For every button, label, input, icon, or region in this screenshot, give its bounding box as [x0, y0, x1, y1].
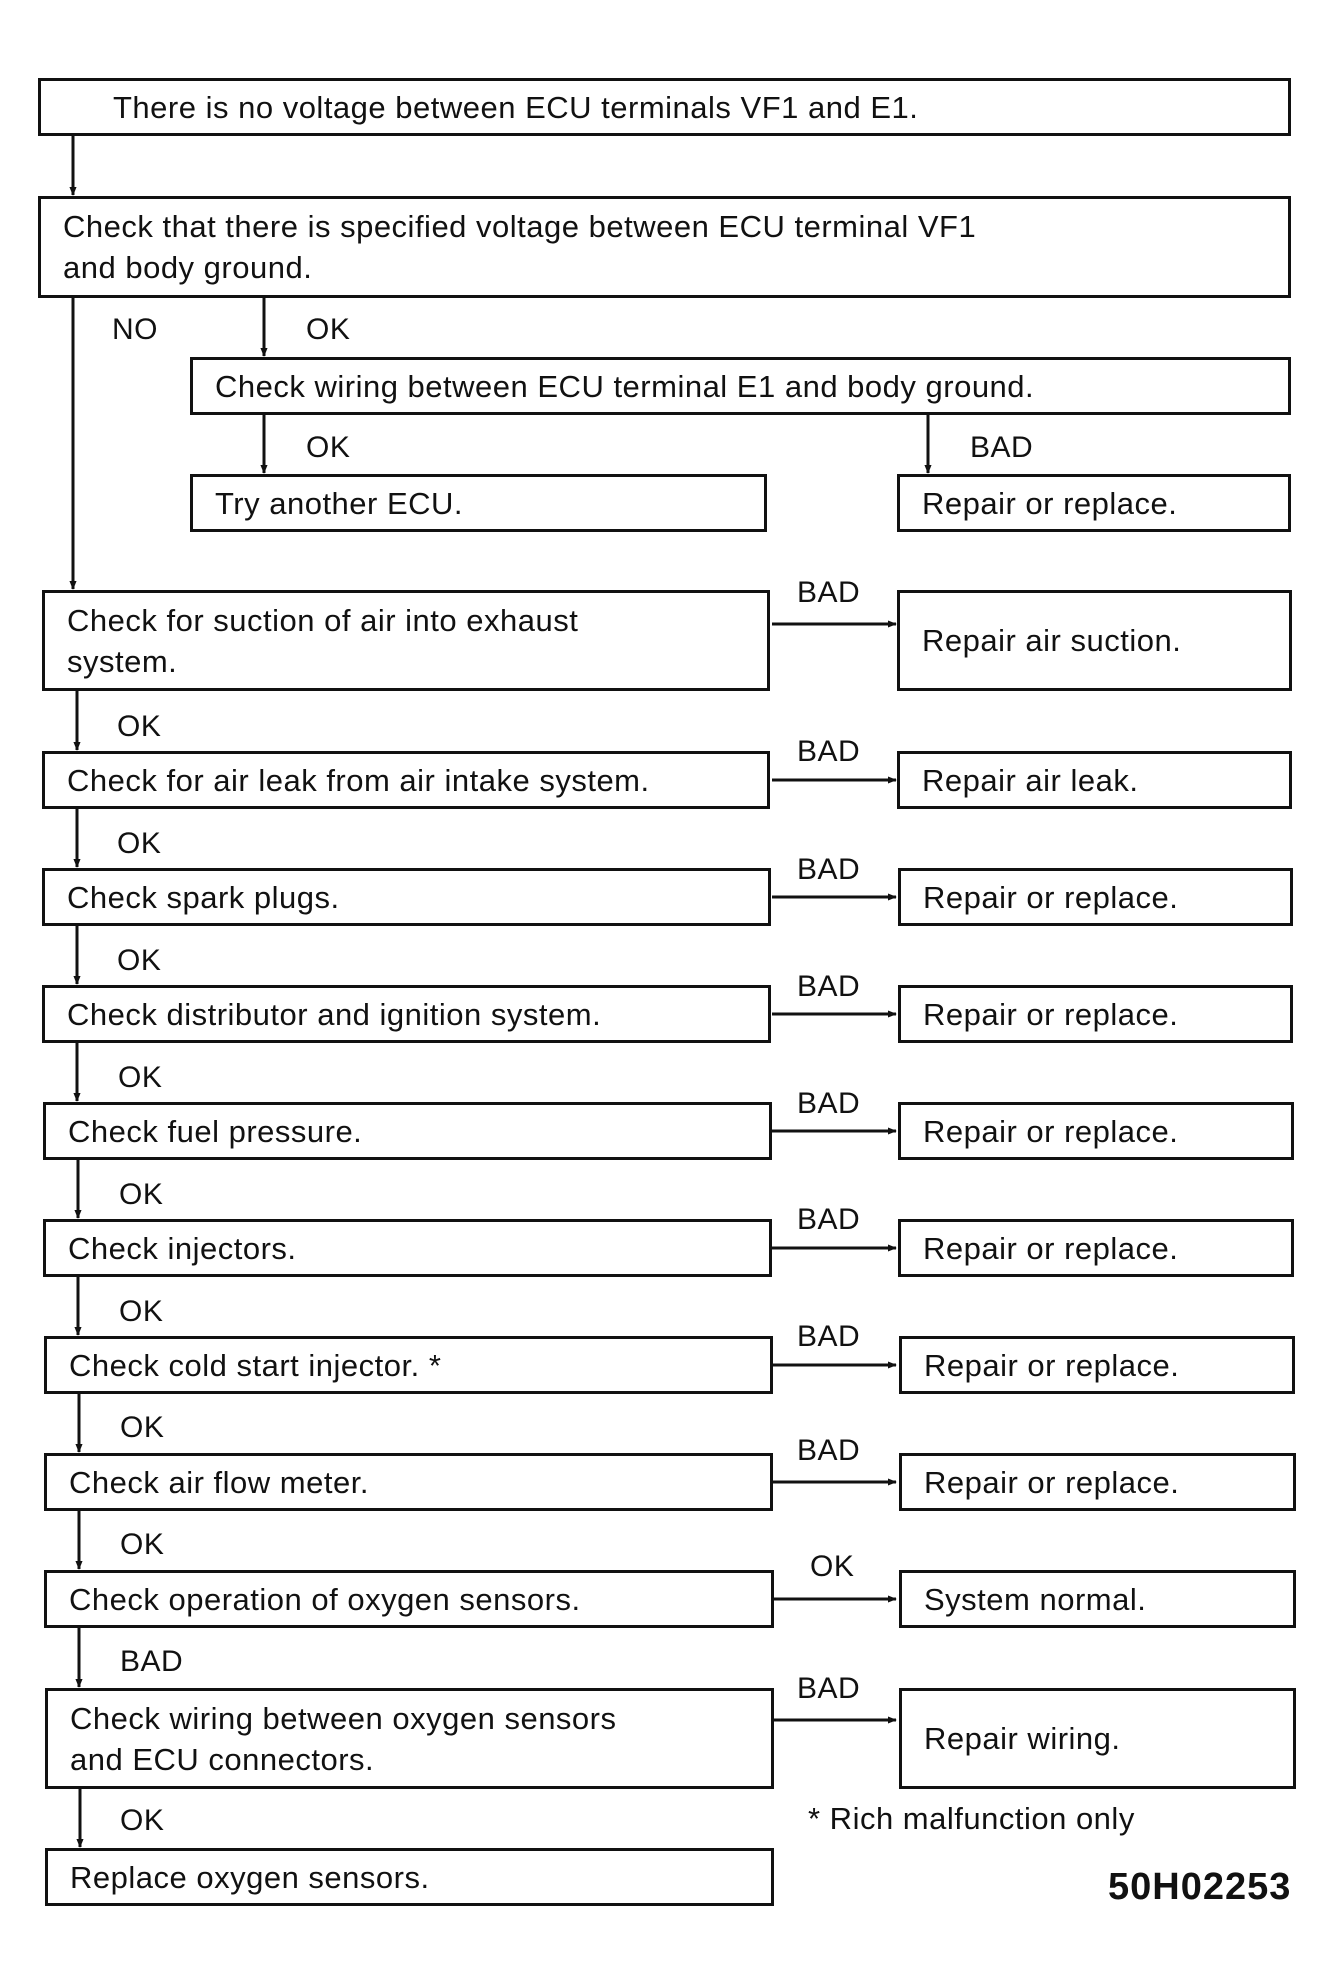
node-repair-injectors: Repair or replace.	[898, 1219, 1294, 1277]
node-check-vf1-voltage: Check that there is specified voltage be…	[38, 196, 1291, 298]
node-check-air-leak: Check for air leak from air intake syste…	[42, 751, 770, 809]
node-try-another-ecu: Try another ECU.	[190, 474, 767, 532]
label-bad-afm: BAD	[797, 1434, 861, 1467]
node-system-normal: System normal.	[899, 1570, 1296, 1628]
node-check-exhaust-suction: Check for suction of air into exhaust sy…	[42, 590, 770, 691]
figure-code: 50H02253	[1108, 1866, 1292, 1908]
node-check-oxygen-sensors: Check operation of oxygen sensors.	[44, 1570, 774, 1628]
node-repair-distributor: Repair or replace.	[898, 985, 1293, 1043]
node-no-voltage: There is no voltage between ECU terminal…	[38, 78, 1291, 136]
label-bad-cold: BAD	[797, 1320, 861, 1353]
node-repair-wiring: Repair wiring.	[899, 1688, 1296, 1789]
node-replace-oxygen-sensors: Replace oxygen sensors.	[45, 1848, 774, 1906]
label-ok-dist: OK	[118, 1061, 163, 1094]
label-ok-afm: OK	[120, 1528, 165, 1561]
node-check-spark-plugs: Check spark plugs.	[42, 868, 771, 926]
node-repair-or-replace-ecu: Repair or replace.	[897, 474, 1291, 532]
node-check-distributor: Check distributor and ignition system.	[42, 985, 771, 1043]
node-check-air-flow-meter: Check air flow meter.	[44, 1453, 773, 1511]
node-check-e1-wiring: Check wiring between ECU terminal E1 and…	[190, 357, 1291, 415]
label-ok-inj: OK	[119, 1295, 164, 1328]
label-bad-e1: BAD	[970, 431, 1034, 464]
label-bad-oxy: BAD	[120, 1645, 184, 1678]
node-repair-air-flow-meter: Repair or replace.	[899, 1453, 1296, 1511]
node-check-cold-start-injector: Check cold start injector. *	[44, 1336, 773, 1394]
label-bad-inj: BAD	[797, 1203, 861, 1236]
label-bad-fuel: BAD	[797, 1087, 861, 1120]
node-repair-air-leak: Repair air leak.	[897, 751, 1292, 809]
node-check-oxygen-wiring: Check wiring between oxygen sensors and …	[45, 1688, 774, 1789]
label-ok-vf1: OK	[306, 313, 351, 346]
label-ok-leak: OK	[117, 827, 162, 860]
label-no: NO	[112, 313, 158, 346]
label-ok-cold: OK	[120, 1411, 165, 1444]
label-ok-e1: OK	[306, 431, 351, 464]
label-ok-oxy: OK	[810, 1550, 855, 1583]
node-repair-fuel-pressure: Repair or replace.	[898, 1102, 1294, 1160]
label-bad-suction: BAD	[797, 576, 861, 609]
label-ok-spark: OK	[117, 944, 162, 977]
label-bad-wiring: BAD	[797, 1672, 861, 1705]
node-repair-cold-start-injector: Repair or replace.	[899, 1336, 1295, 1394]
label-ok-suction: OK	[117, 710, 162, 743]
label-ok-fuel: OK	[119, 1178, 164, 1211]
node-check-injectors: Check injectors.	[43, 1219, 772, 1277]
node-repair-air-suction: Repair air suction.	[897, 590, 1292, 691]
label-bad-dist: BAD	[797, 970, 861, 1003]
label-bad-leak: BAD	[797, 735, 861, 768]
footnote: * Rich malfunction only	[808, 1801, 1135, 1836]
node-repair-spark-plugs: Repair or replace.	[898, 868, 1293, 926]
label-ok-wiring: OK	[120, 1804, 165, 1837]
label-bad-spark: BAD	[797, 853, 861, 886]
node-check-fuel-pressure: Check fuel pressure.	[43, 1102, 772, 1160]
